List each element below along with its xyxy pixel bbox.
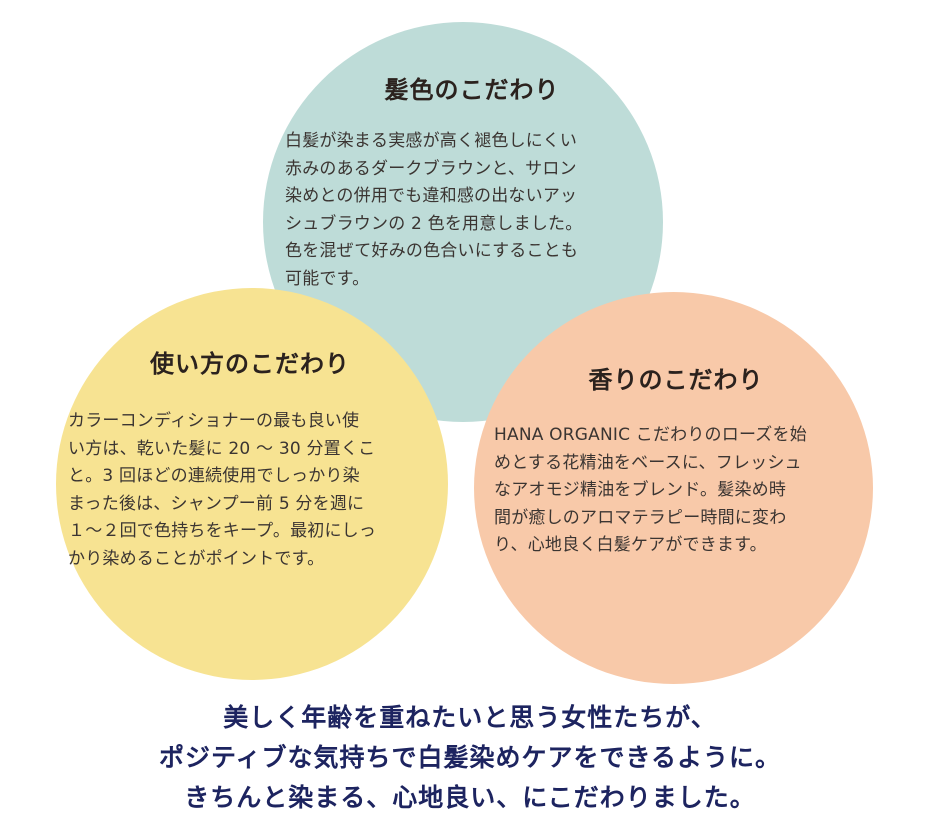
usage-circle [56,288,448,680]
tagline-line-3: きちんと染まる、心地良い、にこだわりました。 [184,783,756,812]
tagline-line-1: 美しく年齢を重ねたいと思う女性たちが、 [223,703,717,732]
hair-color-body: 白髪が染まる実感が高く褪色しにくい 赤みのあるダークブラウンと、サロン 染めとの… [285,131,583,289]
hair-color-title: 髪色のこだわり [384,75,560,104]
scent-title: 香りのこだわり [588,365,764,394]
scent-circle [474,292,873,684]
tagline-line-2: ポジティブな気持ちで白髪染めケアをできるように。 [158,743,781,772]
scent-body: HANA ORGANIC こだわりのローズを始 めとする花精油をベースに、フレッ… [494,425,807,555]
usage-body: カラーコンディショナーの最も良い使 い方は、乾いた髪に 20 ～ 30 分置くこ… [68,411,377,569]
tagline: 美しく年齢を重ねたいと思う女性たちが、 ポジティブな気持ちで白髪染めケアをできる… [0,698,940,818]
usage-title: 使い方のこだわり [150,349,350,378]
